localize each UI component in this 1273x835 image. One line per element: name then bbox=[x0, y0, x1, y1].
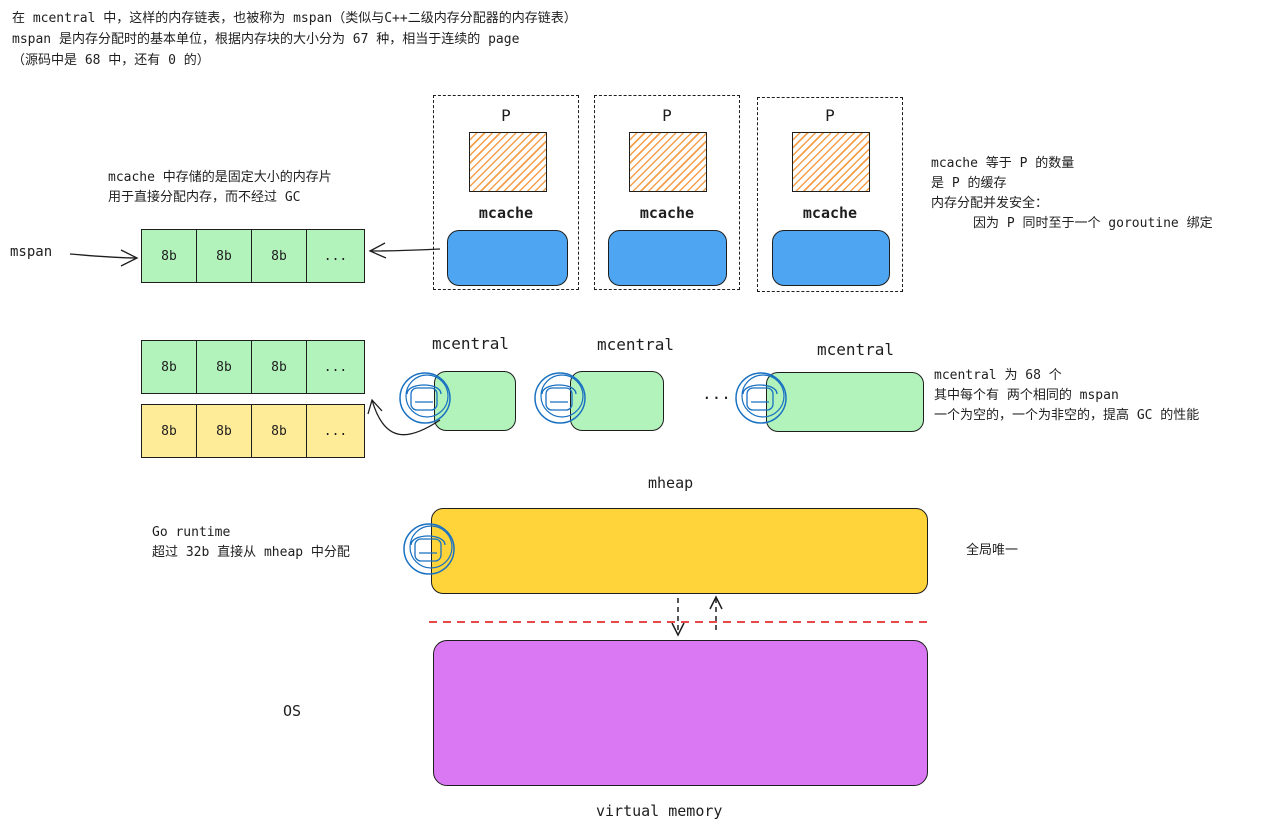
mcache-note-line-2: 用于直接分配内存，而不经过 GC bbox=[108, 190, 301, 205]
mheap-to-os-arrow bbox=[671, 598, 685, 637]
p-hatch-block bbox=[629, 132, 707, 192]
mcache-label: mcache bbox=[802, 204, 858, 222]
mspan-pointer-arrow bbox=[69, 249, 139, 267]
right-note-line-2: 是 P 的缓存 bbox=[931, 176, 1007, 191]
runtime-note-line-2: 超过 32b 直接从 mheap 中分配 bbox=[152, 545, 350, 560]
mspan-cell: 8b bbox=[197, 405, 252, 457]
p-box-title: P bbox=[662, 106, 672, 125]
mcentral-ellipsis: ... bbox=[702, 384, 731, 403]
p-box-1: P mcache bbox=[433, 95, 579, 290]
right-note-line-4: 因为 P 同时至于一个 goroutine 绑定 bbox=[973, 216, 1213, 231]
p-box-3: P mcache bbox=[757, 97, 903, 292]
mspan-cell: 8b bbox=[197, 230, 252, 282]
mspan-cell: ... bbox=[323, 248, 348, 264]
mspan-cell: 8b bbox=[252, 230, 307, 282]
mcache-block bbox=[772, 230, 890, 286]
mcache-to-mspan-arrow bbox=[368, 242, 441, 259]
mspan-nonempty-row: 8b 8b 8b ... bbox=[141, 340, 365, 394]
mcache-block bbox=[447, 230, 568, 286]
gopher-icon bbox=[399, 372, 451, 424]
mspan-cell: 8b bbox=[142, 230, 197, 282]
os-to-mheap-arrow bbox=[709, 595, 723, 634]
os-label: OS bbox=[283, 702, 302, 720]
mspan-cell: 8b bbox=[142, 341, 197, 393]
mspan-cell: 8b bbox=[142, 405, 197, 457]
p-box-2: P mcache bbox=[594, 95, 740, 290]
mspan-cell: 8b bbox=[252, 341, 307, 393]
gopher-icon bbox=[735, 372, 787, 424]
gopher-icon bbox=[534, 372, 586, 424]
mheap-block bbox=[431, 508, 928, 594]
right-note-line-3: 内存分配并发安全： bbox=[931, 196, 1049, 211]
mspan-top-row: 8b 8b 8b ... bbox=[141, 229, 365, 283]
mspan-cell: 8b bbox=[252, 405, 307, 457]
p-hatch-block bbox=[469, 132, 547, 192]
p-box-title: P bbox=[501, 106, 511, 125]
mspan-cell: ... bbox=[323, 359, 348, 375]
mcentral-note-line-3: 一个为空的，一个为非空的，提高 GC 的性能 bbox=[934, 408, 1200, 423]
intro-line-2: mspan 是内存分配时的基本单位，根据内存块的大小分为 67 种，相当于连续的… bbox=[12, 32, 520, 47]
mheap-note: 全局唯一 bbox=[966, 543, 1019, 558]
mspan-label: mspan bbox=[10, 244, 53, 260]
mheap-label: mheap bbox=[648, 474, 694, 492]
mcentral-note-line-2: 其中每个有 两个相同的 mspan bbox=[934, 388, 1119, 403]
mcache-note-line-1: mcache 中存储的是固定大小的内存片 bbox=[108, 170, 332, 185]
mcache-label: mcache bbox=[478, 204, 534, 222]
mcentral-label: mcentral bbox=[817, 340, 895, 359]
gopher-icon bbox=[403, 523, 455, 575]
mcentral-block bbox=[570, 371, 664, 431]
virtual-memory-label: virtual memory bbox=[596, 802, 723, 820]
mcentral-to-mspan-arrow bbox=[367, 398, 441, 436]
intro-line-3: （源码中是 68 中，还有 0 的） bbox=[12, 53, 210, 68]
os-block bbox=[433, 640, 928, 786]
mcentral-label: mcentral bbox=[432, 334, 510, 353]
runtime-note-line-1: Go runtime bbox=[152, 525, 231, 540]
p-box-title: P bbox=[825, 106, 835, 125]
mcache-label: mcache bbox=[639, 204, 695, 222]
mspan-cell: ... bbox=[323, 423, 348, 439]
mcentral-note-line-1: mcentral 为 68 个 bbox=[934, 368, 1062, 383]
right-note-line-1: mcache 等于 P 的数量 bbox=[931, 156, 1075, 171]
mspan-cell: 8b bbox=[197, 341, 252, 393]
mcache-block bbox=[608, 230, 727, 286]
mcentral-label: mcentral bbox=[597, 335, 675, 354]
mspan-empty-row: 8b 8b 8b ... bbox=[141, 404, 365, 458]
intro-line-1: 在 mcentral 中，这样的内存链表，也被称为 mspan（类似与C++二级… bbox=[12, 11, 577, 26]
p-hatch-block bbox=[792, 132, 870, 192]
